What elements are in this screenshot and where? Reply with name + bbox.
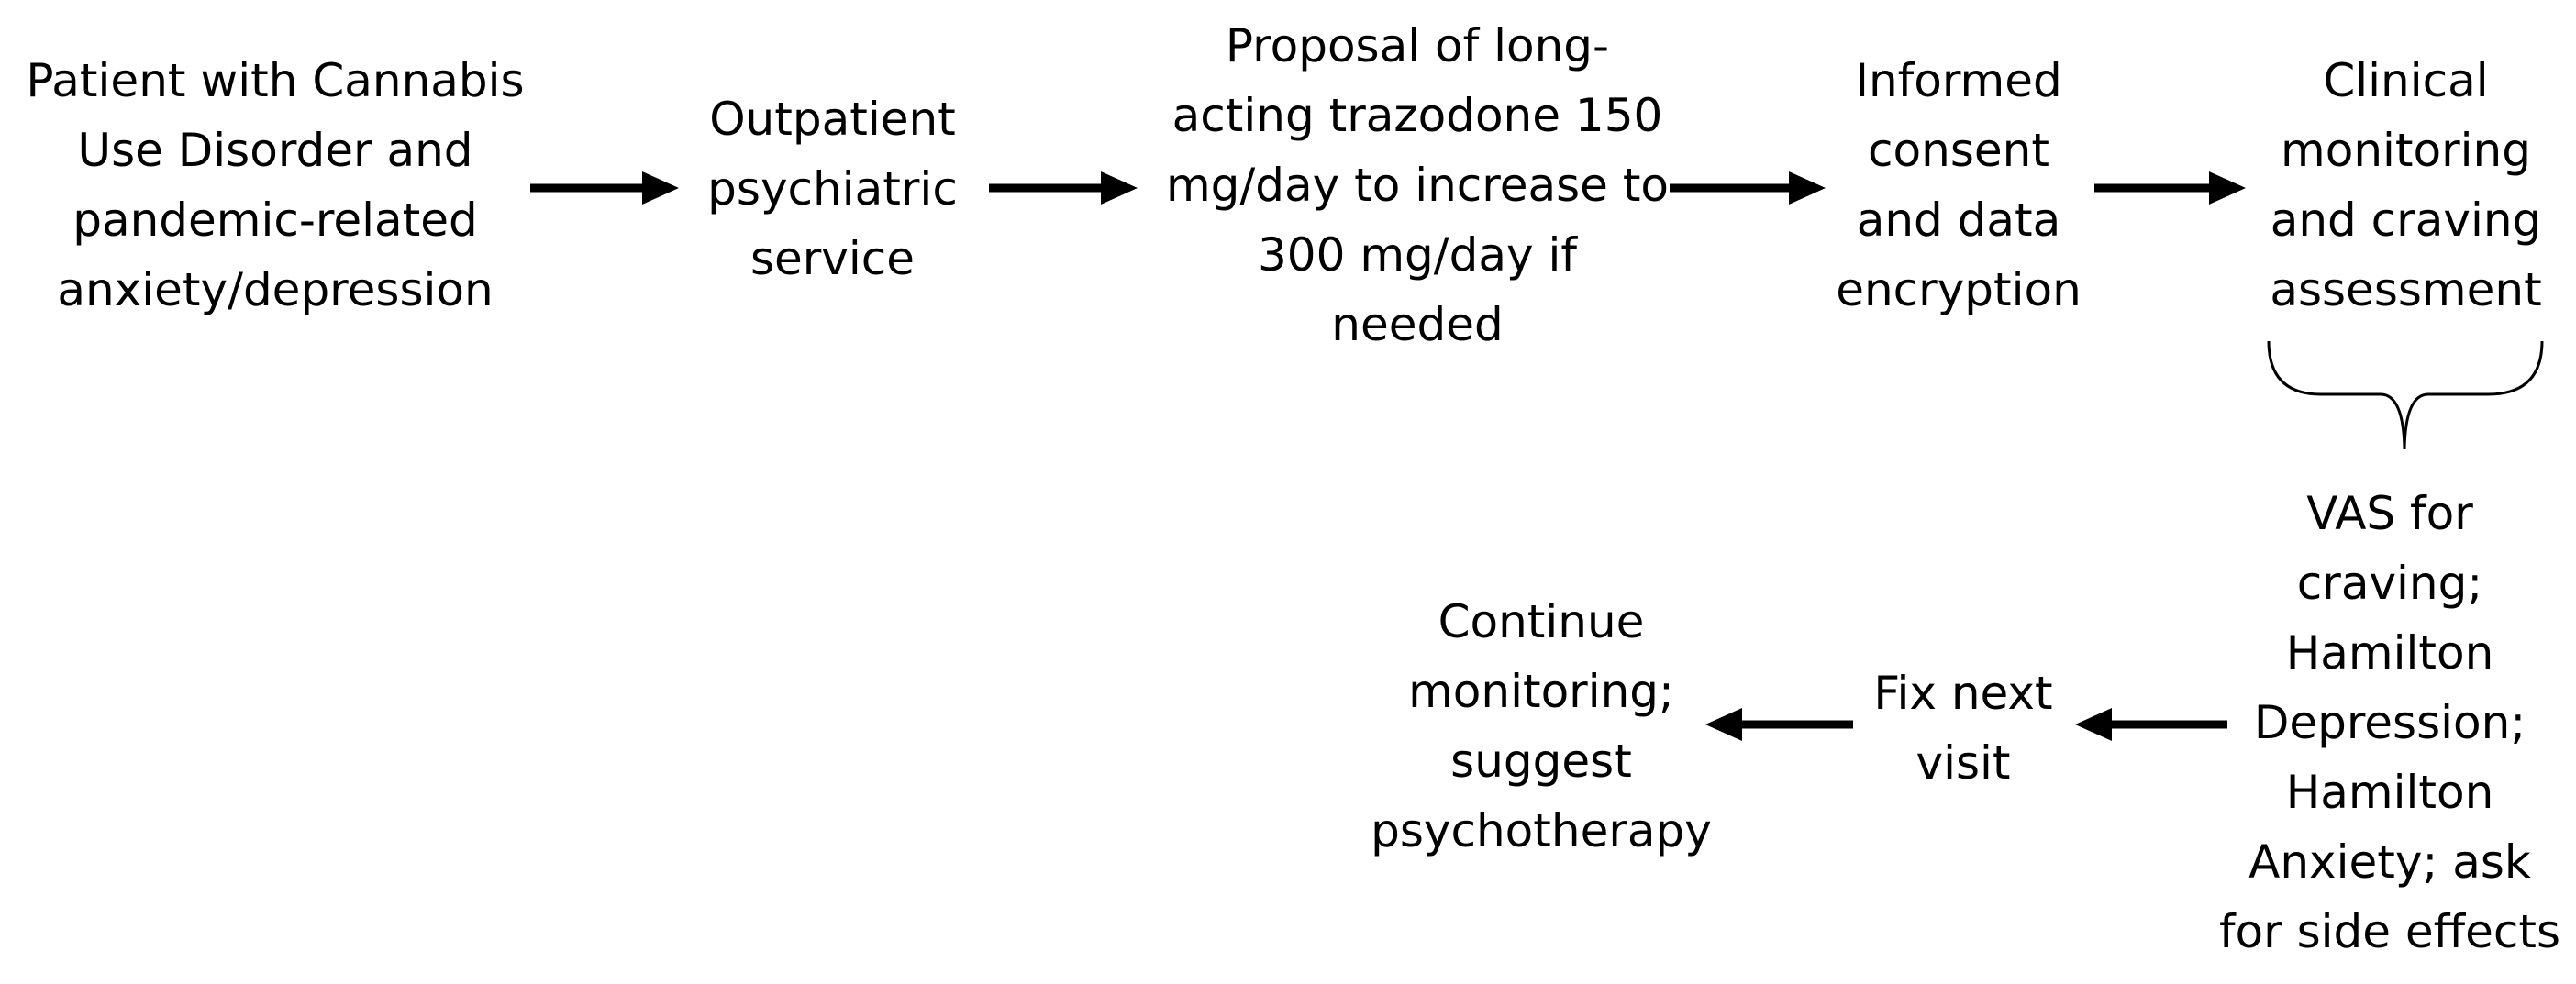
node-consent-line: Informed [1855, 54, 2062, 107]
node-monitoring: Clinical monitoring and craving assessme… [2248, 46, 2564, 325]
node-proposal: Proposal of long- acting trazodone 150 m… [1142, 11, 1693, 359]
node-patient-line: pandemic-related [72, 193, 478, 247]
arrow-consent-to-monitoring [2094, 171, 2246, 205]
node-scales-line: VAS for [2306, 487, 2473, 540]
node-scales: VAS for craving; Hamilton Depression; Ha… [2206, 479, 2573, 967]
node-next-visit-line: Fix next [1873, 667, 2053, 720]
node-monitoring-line: monitoring [2281, 124, 2531, 177]
node-patient-line: anxiety/depression [57, 263, 494, 316]
node-outpatient-line: service [749, 232, 916, 285]
node-scales-line: Anxiety; ask [2248, 835, 2531, 889]
node-scales-line: Depression; [2253, 696, 2526, 749]
node-proposal-line: 300 mg/day if [1258, 228, 1577, 282]
node-continue-line: monitoring; [1408, 665, 1674, 718]
node-patient: Patient with Cannabis Use Disorder and p… [5, 46, 546, 325]
node-scales-line: Hamilton [2285, 626, 2494, 680]
arrow-outpatient-to-proposal [989, 171, 1138, 205]
node-monitoring-line: assessment [2270, 263, 2542, 316]
node-proposal-line: mg/day to increase to [1165, 159, 1670, 212]
node-outpatient-line: psychiatric [707, 162, 958, 216]
node-outpatient: Outpatient psychiatric service [683, 84, 982, 293]
arrow-patient-to-outpatient [530, 171, 679, 205]
node-continue-line: Continue [1438, 595, 1645, 648]
node-monitoring-line: and craving [2270, 193, 2542, 247]
node-next-visit: Fix next visit [1853, 658, 2073, 798]
node-continue-line: suggest [1450, 735, 1632, 788]
arrow-proposal-to-consent [1670, 171, 1826, 205]
node-outpatient-line: Outpatient [709, 93, 956, 146]
node-next-visit-line: visit [1915, 736, 2011, 790]
node-consent-line: encryption [1836, 263, 2082, 316]
node-monitoring-line: Clinical [2323, 54, 2489, 107]
arrow-next-visit-to-continue [1705, 708, 1853, 741]
node-proposal-line: needed [1331, 298, 1504, 351]
node-continue: Continue monitoring; suggest psychothera… [1353, 587, 1729, 866]
node-consent-line: and data [1856, 193, 2061, 247]
node-proposal-line: acting trazodone 150 [1171, 89, 1663, 142]
node-scales-line: Hamilton [2285, 766, 2494, 819]
arrow-scales-to-next-visit [2075, 708, 2227, 741]
node-consent: Informed consent and data encryption [1826, 46, 2092, 325]
node-proposal-line: Proposal of long- [1225, 19, 1610, 72]
node-scales-line: craving; [2296, 557, 2483, 610]
node-consent-line: consent [1868, 124, 2049, 177]
node-patient-line: Patient with Cannabis [26, 54, 525, 107]
node-patient-line: Use Disorder and [77, 124, 473, 177]
curly-brace [2267, 340, 2544, 450]
node-scales-line: for side effects [2218, 905, 2561, 958]
node-continue-line: psychotherapy [1371, 804, 1712, 857]
